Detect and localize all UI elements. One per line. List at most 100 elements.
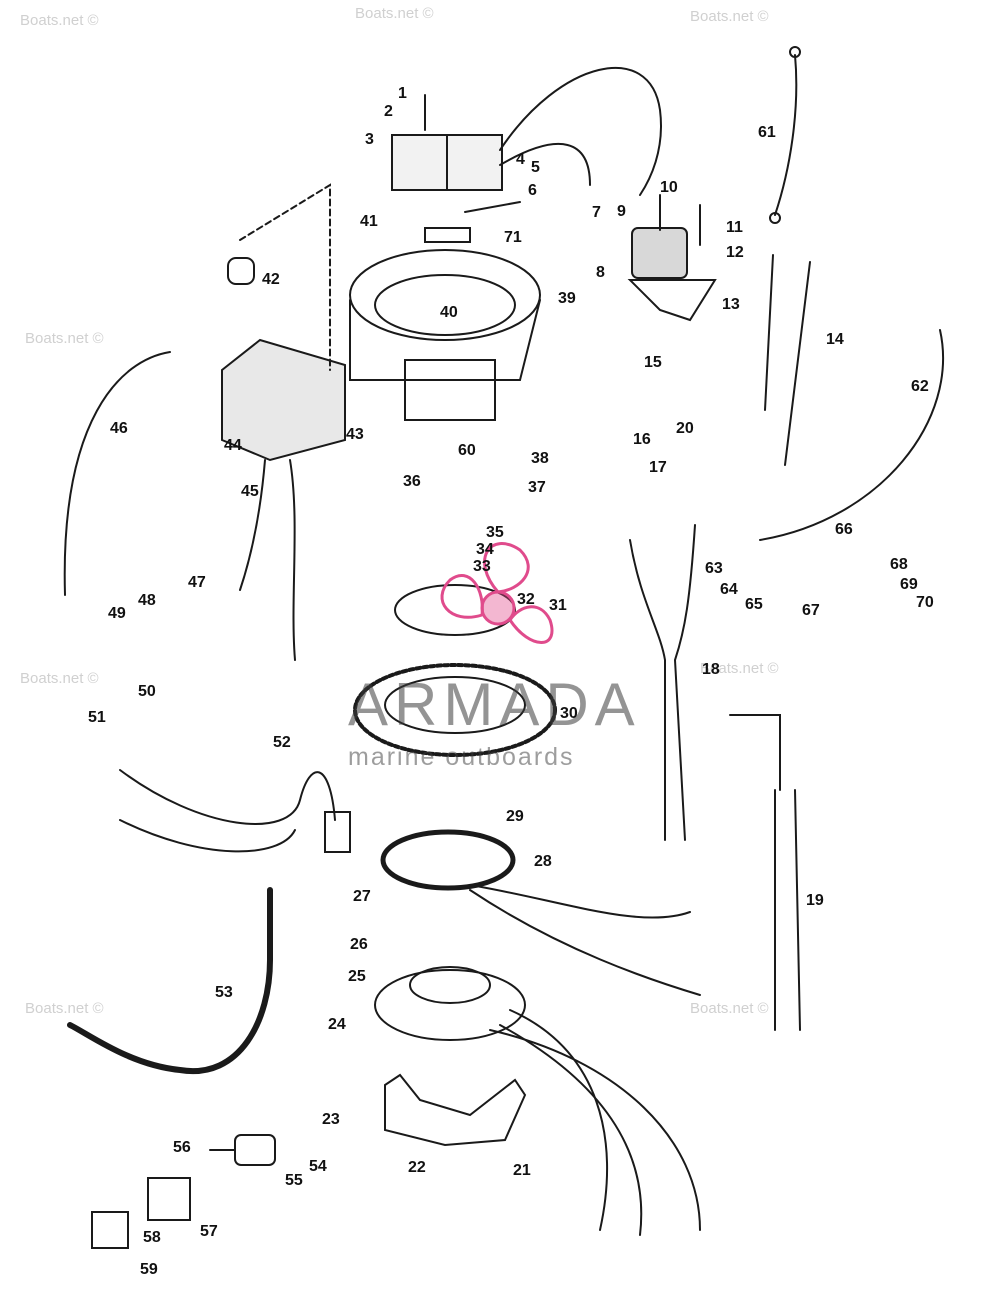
plate-57 bbox=[147, 1177, 191, 1221]
part-label-4: 4 bbox=[516, 151, 525, 168]
part-label-17: 17 bbox=[649, 459, 667, 476]
bracket bbox=[464, 201, 521, 213]
cable-14 bbox=[784, 261, 811, 466]
part-label-63: 63 bbox=[705, 560, 723, 577]
watermark: Boats.net © bbox=[25, 330, 104, 347]
part-label-37: 37 bbox=[528, 479, 546, 496]
part-label-12: 12 bbox=[726, 244, 744, 261]
part-label-41: 41 bbox=[360, 213, 378, 230]
part-label-61: 61 bbox=[758, 124, 776, 141]
watermark: Boats.net © bbox=[20, 12, 99, 29]
part-label-48: 48 bbox=[138, 592, 156, 609]
watermark: Boats.net © bbox=[25, 1000, 104, 1017]
part-label-34: 34 bbox=[476, 541, 494, 558]
part-label-52: 52 bbox=[273, 734, 291, 751]
part-label-57: 57 bbox=[200, 1223, 218, 1240]
plate-58 bbox=[91, 1211, 129, 1249]
part-label-54: 54 bbox=[309, 1158, 327, 1175]
cable-46 bbox=[63, 351, 171, 596]
armature-plate bbox=[349, 249, 541, 421]
part-label-31: 31 bbox=[549, 597, 567, 614]
watermark: Boats.net © bbox=[690, 1000, 769, 1017]
part-label-6: 6 bbox=[528, 182, 537, 199]
part-label-40: 40 bbox=[440, 304, 458, 321]
part-label-39: 39 bbox=[558, 290, 576, 307]
part-label-10: 10 bbox=[660, 179, 678, 196]
harness-52 bbox=[119, 769, 351, 853]
part-label-26: 26 bbox=[350, 936, 368, 953]
part-label-14: 14 bbox=[826, 331, 844, 348]
shield bbox=[384, 1073, 527, 1147]
part-label-1: 1 bbox=[398, 85, 407, 102]
part-label-59: 59 bbox=[140, 1261, 158, 1278]
starter-solenoid bbox=[627, 194, 717, 322]
part-label-36: 36 bbox=[403, 473, 421, 490]
part-label-30: 30 bbox=[560, 705, 578, 722]
terminal-block bbox=[391, 66, 662, 196]
part-label-55: 55 bbox=[285, 1172, 303, 1189]
battery-cable-18 bbox=[629, 539, 666, 841]
brand-name: ARMADA bbox=[348, 671, 641, 738]
part-label-53: 53 bbox=[215, 984, 233, 1001]
part-label-42: 42 bbox=[262, 271, 280, 288]
watermark: Boats.net © bbox=[700, 660, 779, 677]
part-label-22: 22 bbox=[408, 1159, 426, 1176]
part-label-62: 62 bbox=[911, 378, 929, 395]
part-label-38: 38 bbox=[531, 450, 549, 467]
part-label-7: 7 bbox=[592, 204, 601, 221]
part-label-28: 28 bbox=[534, 853, 552, 870]
ignition-switch bbox=[209, 1134, 276, 1166]
cable-13 bbox=[764, 254, 774, 411]
brand-tagline: marine outboards bbox=[348, 743, 575, 771]
part-label-19: 19 bbox=[806, 892, 824, 909]
part-label-18: 18 bbox=[702, 661, 720, 678]
stator bbox=[380, 829, 701, 996]
part-label-23: 23 bbox=[322, 1111, 340, 1128]
part-label-50: 50 bbox=[138, 683, 156, 700]
cable-62 bbox=[759, 329, 945, 541]
part-label-66: 66 bbox=[835, 521, 853, 538]
part-label-11: 11 bbox=[726, 219, 743, 236]
part-label-27: 27 bbox=[353, 888, 371, 905]
part-label-45: 45 bbox=[241, 483, 259, 500]
watermark: Boats.net © bbox=[690, 8, 769, 25]
part-label-3: 3 bbox=[365, 131, 374, 148]
part-label-24: 24 bbox=[328, 1016, 346, 1033]
part-label-29: 29 bbox=[506, 808, 524, 825]
part-label-21: 21 bbox=[513, 1162, 531, 1179]
part-label-5: 5 bbox=[531, 159, 540, 176]
part-label-13: 13 bbox=[722, 296, 740, 313]
part-label-44: 44 bbox=[224, 437, 242, 454]
part-label-8: 8 bbox=[596, 264, 605, 281]
part-label-60: 60 bbox=[458, 442, 476, 459]
harness-53 bbox=[67, 887, 273, 1075]
propeller-logo bbox=[440, 542, 554, 644]
part-label-65: 65 bbox=[745, 596, 763, 613]
part-label-71: 71 bbox=[504, 229, 522, 246]
part-label-9: 9 bbox=[617, 203, 626, 220]
part-label-15: 15 bbox=[644, 354, 662, 371]
part-label-70: 70 bbox=[916, 594, 934, 611]
coil bbox=[227, 257, 255, 285]
part-label-16: 16 bbox=[633, 431, 651, 448]
part-label-43: 43 bbox=[346, 426, 364, 443]
part-label-33: 33 bbox=[473, 558, 491, 575]
part-label-51: 51 bbox=[88, 709, 106, 726]
part-label-32: 32 bbox=[517, 591, 535, 608]
watermark: Boats.net © bbox=[20, 670, 99, 687]
part-label-35: 35 bbox=[486, 524, 504, 541]
part-label-25: 25 bbox=[348, 968, 366, 985]
timer-base bbox=[374, 966, 701, 1236]
part-label-64: 64 bbox=[720, 581, 738, 598]
part-label-47: 47 bbox=[188, 574, 206, 591]
part-label-46: 46 bbox=[110, 420, 128, 437]
part-label-20: 20 bbox=[676, 420, 694, 437]
flywheel bbox=[353, 663, 557, 757]
power-pack bbox=[221, 338, 346, 661]
part-label-56: 56 bbox=[173, 1139, 191, 1156]
part-label-67: 67 bbox=[802, 602, 820, 619]
part-label-49: 49 bbox=[108, 605, 126, 622]
spacer bbox=[424, 227, 471, 243]
